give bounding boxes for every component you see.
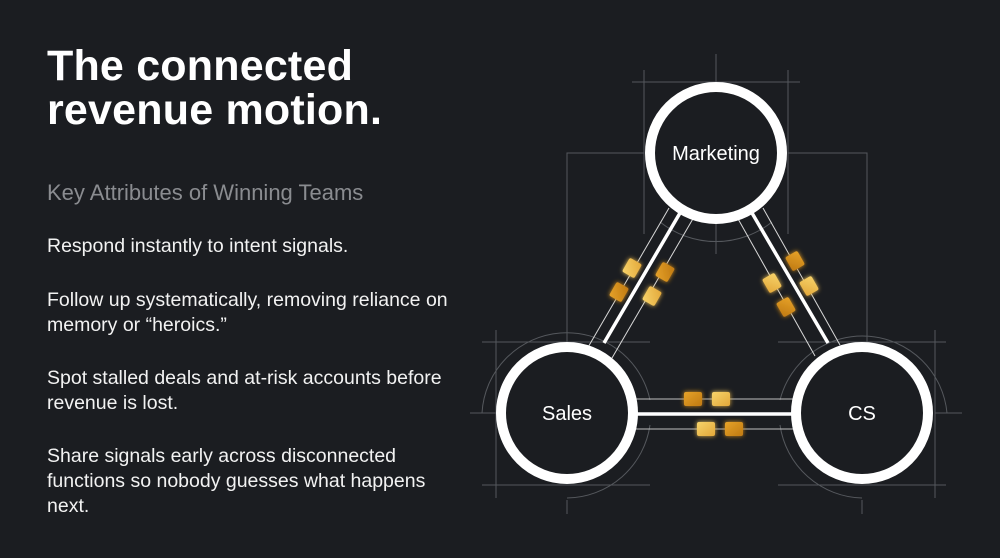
title-line-2: revenue motion.: [47, 86, 383, 134]
signal-packet-icon: [609, 282, 629, 302]
signal-packet-icon: [725, 422, 743, 436]
signal-packet-icon: [712, 392, 730, 406]
node-label-sales: Sales: [542, 403, 592, 425]
attribute-item: Share signals early across disconnected …: [47, 445, 426, 517]
attribute-item: Respond instantly to intent signals.: [47, 235, 349, 257]
title-line-1: The connected: [47, 42, 354, 90]
attribute-item: Follow up systematically, removing relia…: [47, 289, 448, 336]
signal-packet-icon: [642, 286, 662, 306]
edge-marketing-sales: [586, 207, 695, 359]
node-label-marketing: Marketing: [672, 143, 760, 165]
signal-packet-icon: [684, 392, 702, 406]
page-title: The connected revenue motion.: [47, 44, 467, 132]
node-cs: CS: [791, 342, 933, 484]
signal-packet-icon: [622, 258, 642, 278]
signal-packet-icon: [655, 262, 675, 282]
subtitle: Key Attributes of Winning Teams: [47, 180, 364, 205]
node-label-cs: CS: [848, 403, 876, 425]
signal-packets: [609, 251, 819, 436]
attribute-item: Spot stalled deals and at-risk accounts …: [47, 367, 442, 414]
signal-packet-icon: [762, 273, 782, 293]
node-sales: Sales: [496, 342, 638, 484]
signal-packet-icon: [776, 297, 796, 317]
signal-packet-icon: [697, 422, 715, 436]
node-marketing: Marketing: [645, 82, 787, 224]
signal-packet-icon: [799, 276, 819, 296]
signal-packet-icon: [785, 251, 805, 271]
